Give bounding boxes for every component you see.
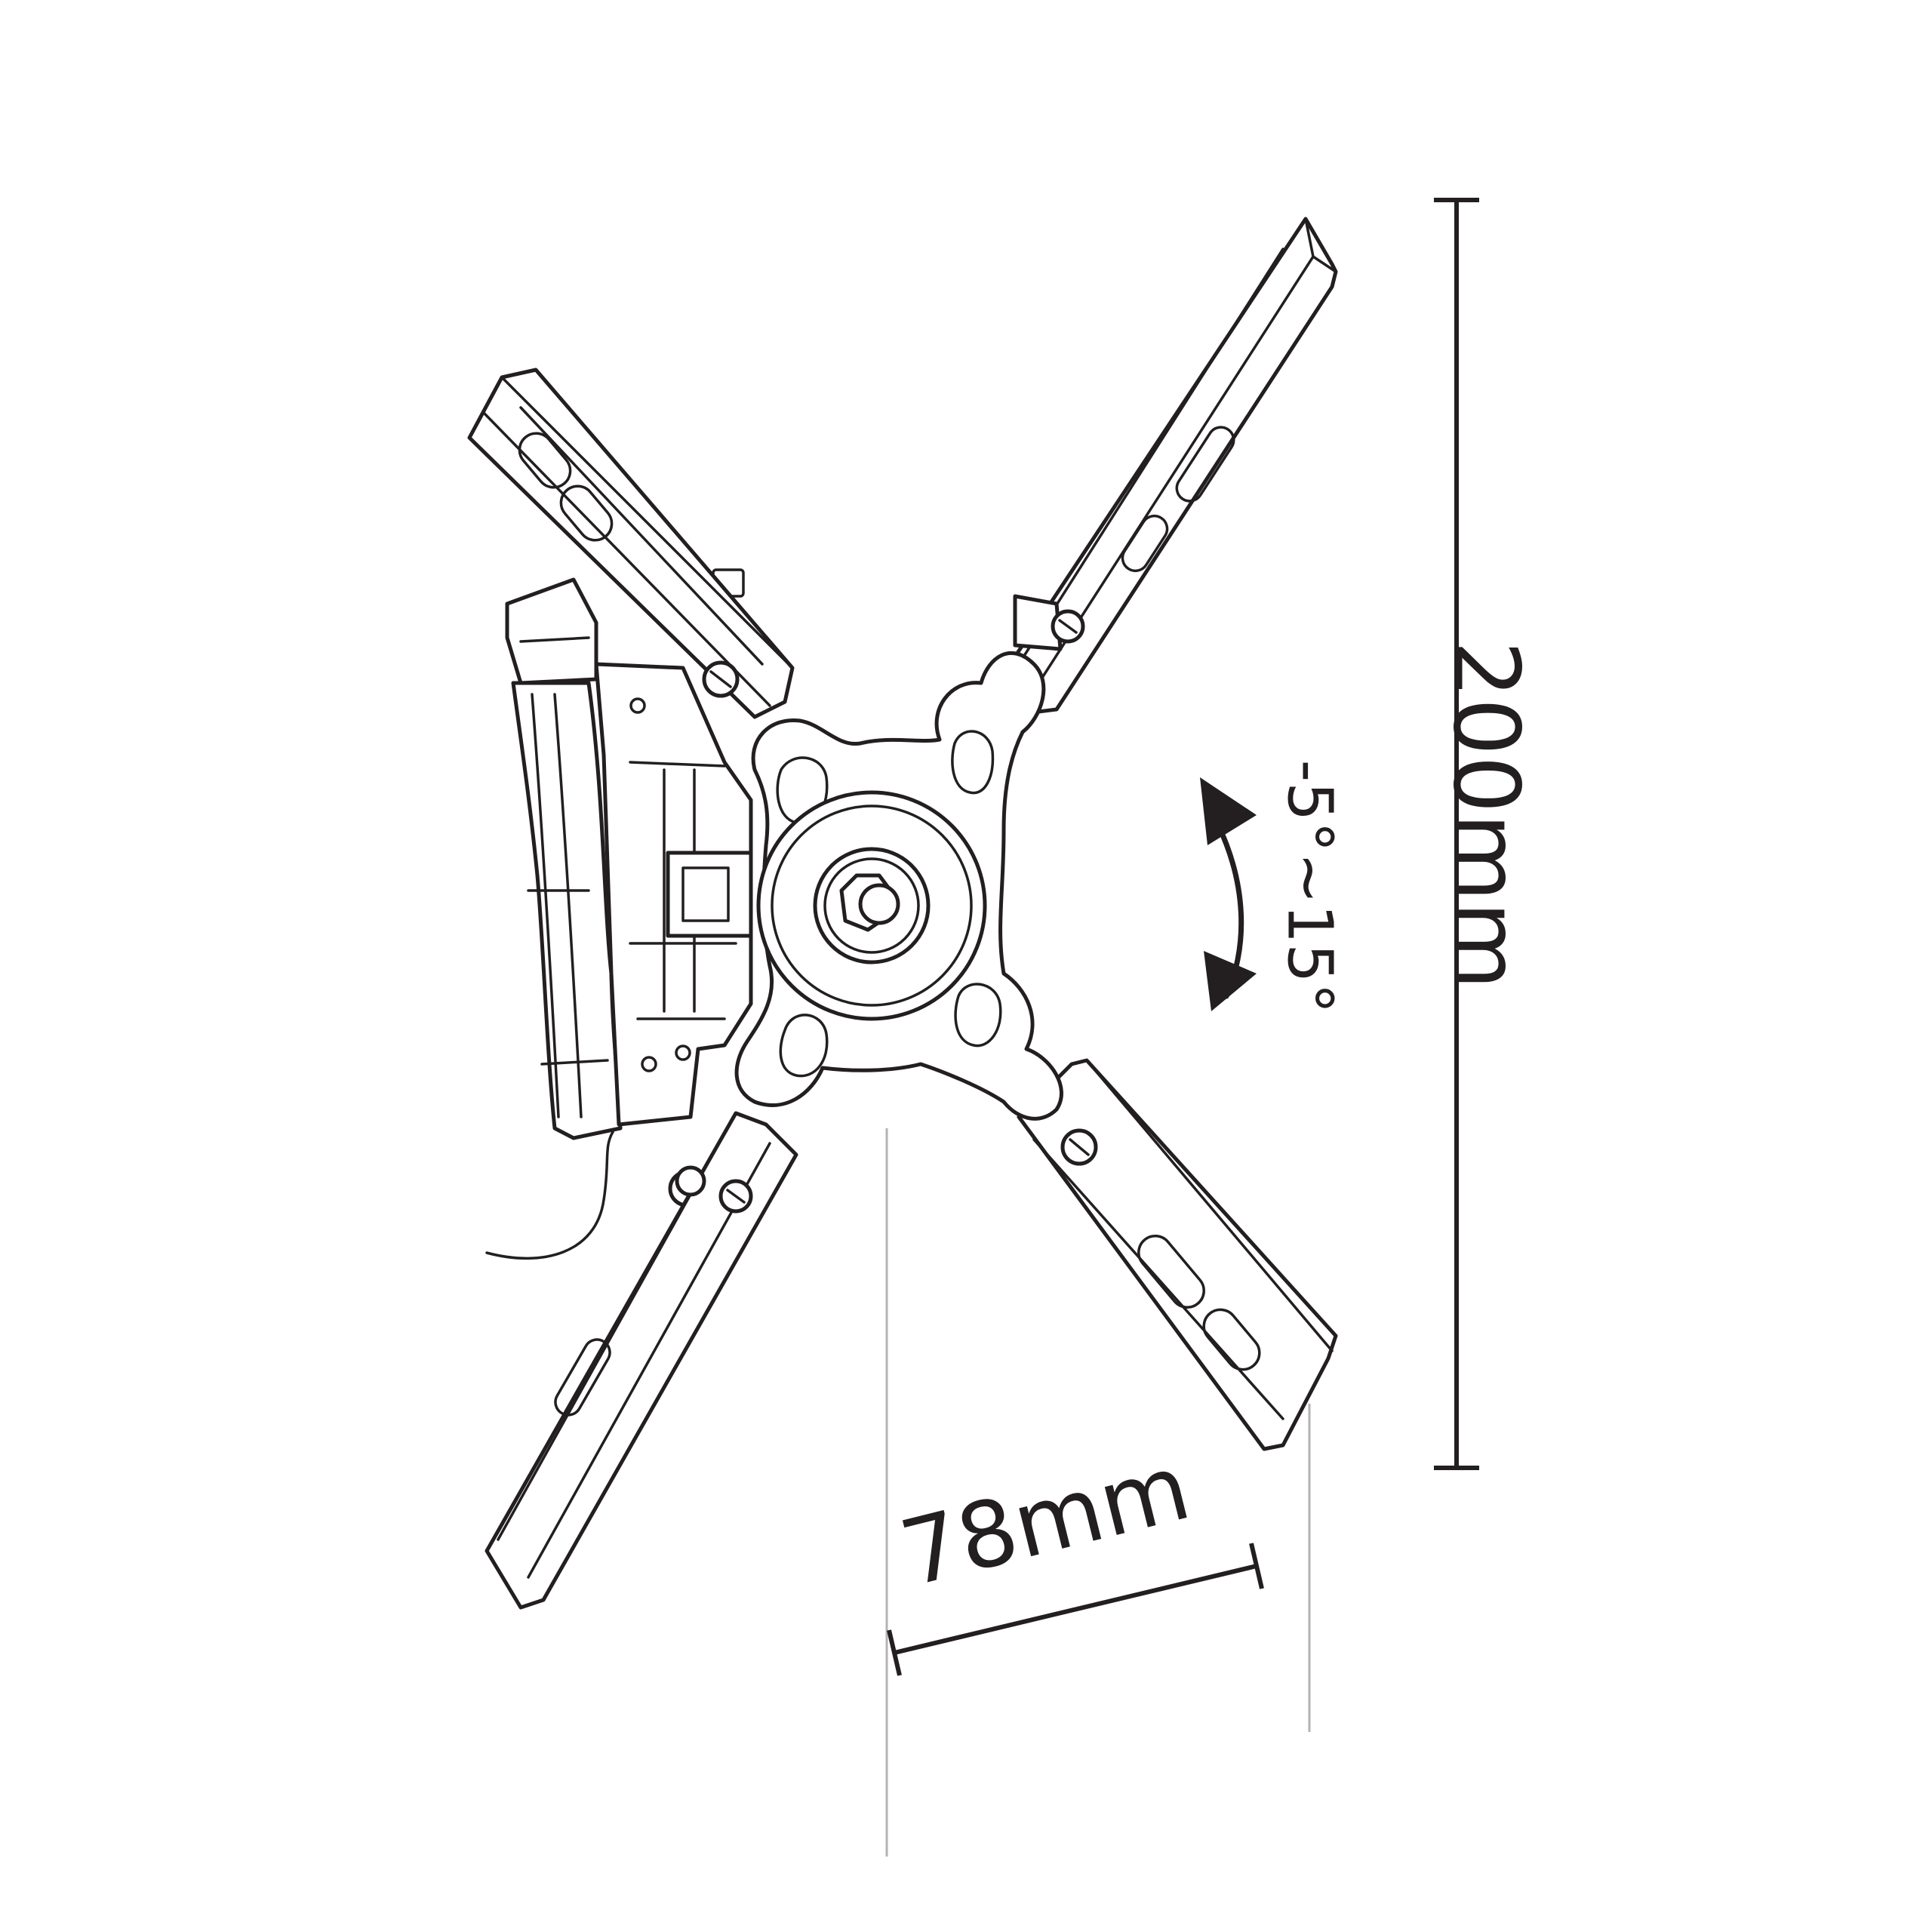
rail-top-right <box>1005 217 1338 715</box>
tilt-arrow-down-icon <box>1204 951 1257 1011</box>
width-dimension-label: 78mm <box>891 1435 1200 1607</box>
wall-plate-cap <box>505 577 598 685</box>
wall-plate-assembly <box>485 568 753 1260</box>
center-plate <box>734 651 1063 1121</box>
tilt-arrow <box>1200 777 1257 1011</box>
rail-bottom-left <box>485 1111 798 1610</box>
tilt-arrow-up-icon <box>1200 777 1257 845</box>
bolt-icon <box>858 883 900 925</box>
cable-line <box>485 1131 614 1260</box>
height-dimension-label: 200mm <box>1432 641 1537 990</box>
height-dimension: 200mm <box>1432 198 1537 1470</box>
rail-top-left <box>467 368 795 719</box>
tilt-angle-label: -5°~15° <box>1274 760 1346 1014</box>
rail-bottom-right <box>1017 1058 1338 1451</box>
